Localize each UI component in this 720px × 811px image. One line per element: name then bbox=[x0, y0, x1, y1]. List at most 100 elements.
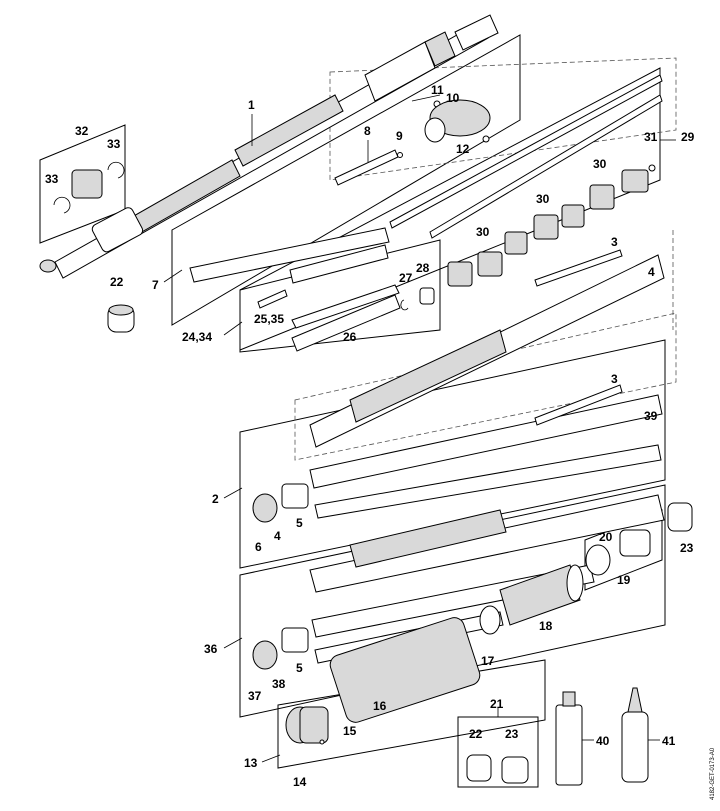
housing-18 bbox=[499, 564, 581, 626]
coupling-6 bbox=[252, 493, 278, 523]
callout: 30 bbox=[476, 225, 490, 239]
shaft-coupling-sleeve bbox=[364, 41, 436, 102]
grease-tube-cap bbox=[562, 691, 576, 707]
gear-unit-group bbox=[53, 161, 125, 214]
bush-22b bbox=[466, 754, 492, 782]
lower-components bbox=[329, 502, 693, 723]
leader-36 bbox=[223, 637, 243, 649]
callout: 2 bbox=[212, 492, 219, 506]
callout: 20 bbox=[599, 530, 613, 544]
ring-set-16 bbox=[329, 617, 481, 723]
shaft-grip-knurled-2 bbox=[234, 94, 344, 167]
insert-19 bbox=[619, 529, 651, 557]
bearing-row bbox=[447, 164, 656, 287]
bush-23b bbox=[501, 756, 529, 784]
bearing-6 bbox=[589, 184, 615, 210]
tube-upper-grip bbox=[349, 329, 507, 423]
callout: 25,35 bbox=[254, 312, 284, 326]
bearing-1 bbox=[447, 261, 473, 287]
clamp-bore bbox=[424, 117, 446, 143]
bush-22-group bbox=[107, 304, 135, 333]
callout: 9 bbox=[396, 129, 403, 143]
long-rod-group bbox=[389, 74, 663, 239]
callout: 10 bbox=[446, 91, 460, 105]
callout: 36 bbox=[204, 642, 218, 656]
callout: 13 bbox=[244, 756, 258, 770]
callout: 8 bbox=[364, 124, 371, 138]
gear-unit bbox=[71, 169, 103, 199]
callout: 18 bbox=[539, 619, 553, 633]
sleeve-26b bbox=[291, 284, 400, 329]
circlip-left bbox=[53, 196, 71, 214]
frame-group-36 bbox=[239, 484, 666, 718]
callout: 38 bbox=[272, 677, 286, 691]
sleeve-5b bbox=[281, 627, 309, 653]
callout: 16 bbox=[373, 699, 387, 713]
callout: 4 bbox=[648, 265, 655, 279]
callout: 6 bbox=[255, 540, 262, 554]
ring-20 bbox=[585, 544, 611, 576]
oil-bottle-41 bbox=[621, 711, 649, 783]
bearing-2 bbox=[477, 251, 503, 277]
drive-shaft-short bbox=[334, 149, 399, 186]
tube-set-upper bbox=[252, 249, 665, 523]
drawing-code: 4182-GET-0173-A0 bbox=[710, 747, 716, 800]
accessories bbox=[466, 687, 649, 786]
tube-lower-grip bbox=[349, 509, 507, 568]
upper-shaft-assembly bbox=[39, 14, 499, 279]
callout: 30 bbox=[593, 157, 607, 171]
coupling-37 bbox=[252, 640, 278, 670]
clamp-nut bbox=[482, 135, 490, 143]
drive-shaft-tube bbox=[289, 244, 389, 284]
callout: 40 bbox=[596, 734, 610, 748]
callout: 28 bbox=[416, 261, 430, 275]
bearing-5 bbox=[561, 204, 585, 228]
callout: 5 bbox=[296, 661, 303, 675]
callout: 39 bbox=[644, 409, 658, 423]
grease-tube-40 bbox=[555, 704, 583, 786]
drive-shaft-long bbox=[189, 227, 390, 283]
dashed-frame-top bbox=[329, 57, 677, 181]
callout: 11 bbox=[431, 83, 444, 97]
sleeve-26 bbox=[291, 294, 401, 352]
callout: 22 bbox=[469, 727, 483, 741]
callout: 19 bbox=[617, 573, 631, 587]
callout: 33 bbox=[107, 137, 121, 151]
leader-7 bbox=[163, 269, 183, 283]
callout: 5 bbox=[296, 516, 303, 530]
bearing-3 bbox=[504, 231, 528, 255]
dashed-frame-upper bbox=[294, 312, 677, 461]
bush-23a bbox=[667, 502, 693, 532]
callout: 27 bbox=[399, 271, 413, 285]
bearing-ring-31 bbox=[648, 164, 656, 172]
drive-shaft-group bbox=[189, 149, 403, 284]
callout: 14 bbox=[293, 775, 307, 789]
callout: 33 bbox=[45, 172, 59, 186]
callout: 1 bbox=[248, 98, 255, 112]
callout: 32 bbox=[75, 124, 89, 138]
label-strip-mid bbox=[534, 384, 623, 426]
frame-group-2 bbox=[239, 339, 666, 569]
callout: 30 bbox=[536, 192, 550, 206]
bush-22-face bbox=[108, 304, 134, 316]
callout: 21 bbox=[490, 697, 504, 711]
clamp-screw bbox=[411, 94, 441, 102]
shaft-front-tip bbox=[39, 259, 57, 273]
tube-lower-long bbox=[309, 494, 665, 593]
screw-15 bbox=[319, 739, 325, 745]
bearing-4 bbox=[533, 214, 559, 240]
housing-18-end bbox=[566, 564, 584, 602]
sleeve-5a bbox=[281, 483, 309, 509]
label-strip-upper bbox=[534, 249, 623, 287]
oil-bottle-nozzle bbox=[627, 687, 643, 713]
coupling-14-body bbox=[299, 706, 329, 744]
leader-13 bbox=[261, 754, 281, 763]
callout: 22 bbox=[110, 275, 124, 289]
bush-28 bbox=[419, 287, 435, 305]
callout: 17 bbox=[481, 654, 495, 668]
coupling-13-group bbox=[285, 706, 329, 745]
callout: 4 bbox=[274, 529, 281, 543]
leader-24-34 bbox=[223, 321, 243, 336]
callout: 26 bbox=[343, 330, 357, 344]
